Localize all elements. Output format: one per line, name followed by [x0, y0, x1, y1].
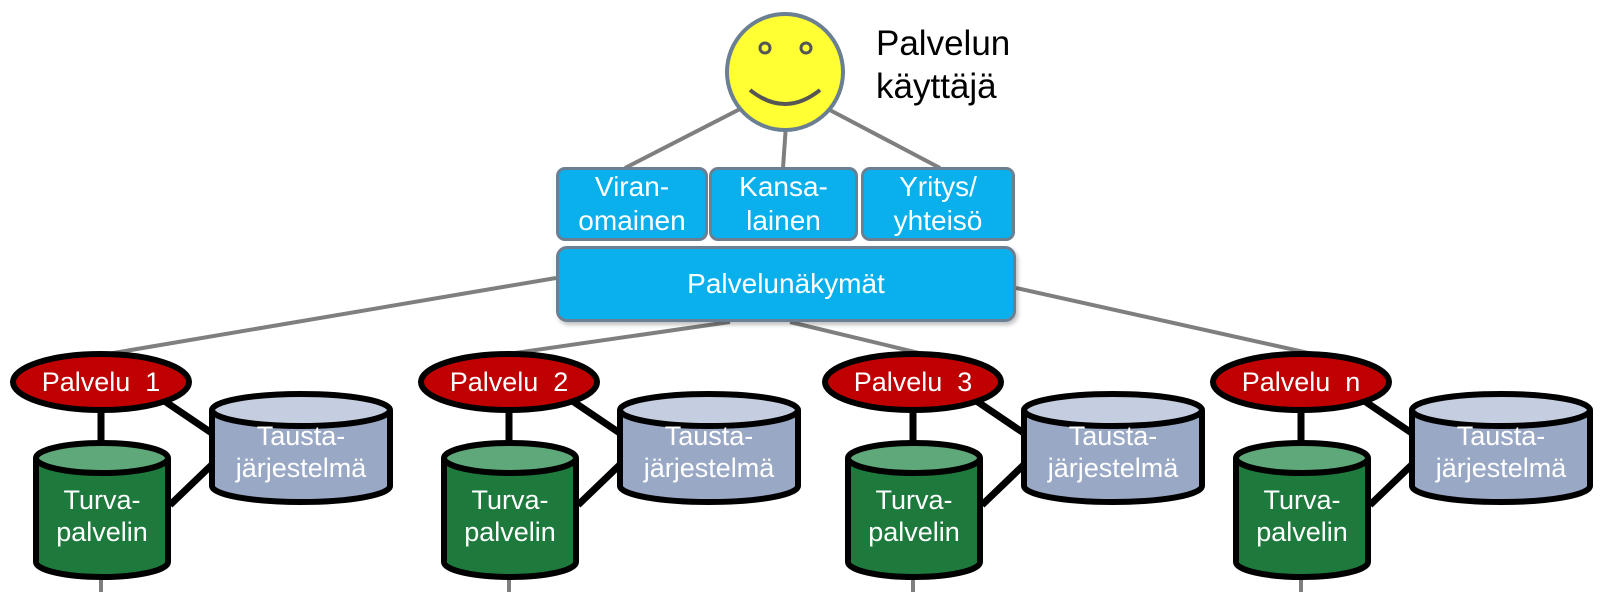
service-oval [1210, 351, 1392, 413]
security-server-cylinder-top [33, 440, 171, 476]
security-server-cylinder [1233, 440, 1371, 580]
service-group [1210, 351, 1593, 592]
backend-cylinder-top [1409, 391, 1593, 429]
role-viranomainen: Viran- omainen [556, 167, 708, 241]
service-group [822, 351, 1205, 592]
backend-cylinder-body [1409, 410, 1593, 505]
backend-cylinder [1021, 391, 1205, 505]
user-label: Palvelun käyttäjä [876, 22, 1010, 108]
backend-cylinder-body [1021, 410, 1205, 505]
security-server-cylinder-top [441, 440, 579, 476]
backend-cylinder-top [617, 391, 801, 429]
role-line1: Yritys/ [899, 171, 977, 202]
security-server-cylinder-top [845, 440, 983, 476]
backend-cylinder-top [1021, 391, 1205, 429]
service-oval [822, 351, 1004, 413]
security-server-cylinder [33, 440, 171, 580]
user-label-line1: Palvelun [876, 24, 1011, 63]
role-kansalainen: Kansa- lainen [709, 167, 858, 241]
service-group [10, 351, 393, 592]
role-line2: lainen [746, 205, 821, 236]
backend-cylinder [617, 391, 801, 505]
backend-cylinder-body [617, 410, 801, 505]
service-connectors [71, 276, 1341, 362]
security-server-cylinder-body [1233, 458, 1371, 580]
backend-cylinder [209, 391, 393, 505]
role-yritys-yhteiso: Yritys/ yhteisö [861, 167, 1015, 241]
security-server-cylinder-body [33, 458, 171, 580]
security-server-cylinder-top [1233, 440, 1371, 476]
backend-cylinder-top [209, 391, 393, 429]
backend-cylinder-body [209, 410, 393, 505]
role-line1: Viran- [594, 171, 670, 202]
security-server-cylinder [441, 440, 579, 580]
user-connectors [624, 106, 941, 170]
service-views-box: Palvelunäkymät [556, 246, 1016, 322]
smiley-face-icon [725, 12, 845, 132]
role-line1: Kansa- [739, 171, 828, 202]
backend-cylinder [1409, 391, 1593, 505]
security-server-cylinder [845, 440, 983, 580]
service-group [418, 351, 801, 592]
role-line2: omainen [578, 205, 686, 236]
service-views-label: Palvelunäkymät [687, 268, 885, 299]
security-server-cylinder-body [441, 458, 579, 580]
service-oval [10, 351, 192, 413]
security-server-cylinder-body [845, 458, 983, 580]
user-label-line2: käyttäjä [876, 67, 997, 106]
service-oval [418, 351, 600, 413]
services-layer [10, 351, 1593, 592]
role-line2: yhteisö [893, 205, 983, 236]
